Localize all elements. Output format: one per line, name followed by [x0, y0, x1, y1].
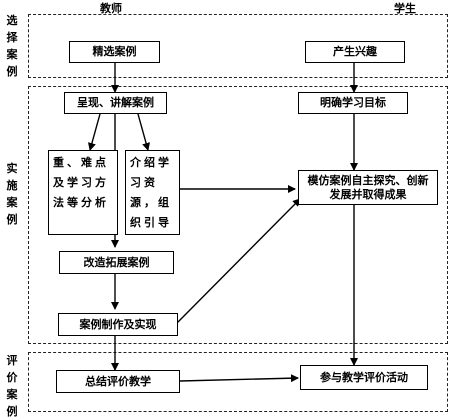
imitate-explore-box: 模仿案例自主探究、创新发展并取得成果: [298, 170, 438, 205]
arrow-summarize-to-participate: [179, 374, 299, 383]
implement-section: [28, 86, 448, 344]
evaluate-section: [28, 352, 448, 412]
evaluate-section-label: 评价案例: [6, 354, 18, 418]
present-explain-box: 呈现、讲解案例: [64, 92, 167, 114]
arrow-make-explore-bidirectional: [170, 198, 301, 330]
generate-interest-box: 产生兴趣: [305, 41, 405, 63]
arrow-present-to-keypoints: [88, 113, 101, 151]
participate-eval-box: 参与教学评价活动: [300, 365, 428, 390]
intro-resources-box: 介绍学习资源，组织引导: [125, 150, 180, 235]
make-implement-box: 案例制作及实现: [58, 313, 178, 336]
key-points-box: 重、难点及学习方法等分析: [48, 150, 118, 235]
select-section: [28, 14, 448, 78]
modify-extend-box: 改造拓展案例: [59, 251, 174, 274]
select-section-label: 选择案例: [6, 14, 18, 78]
implement-section-label: 实施案例: [6, 162, 18, 226]
select-cases-box: 精选案例: [69, 41, 160, 63]
arrow-present-to-resources: [137, 113, 150, 151]
clarify-goals-box: 明确学习目标: [298, 92, 408, 114]
summarize-eval-box: 总结评价教学: [56, 370, 180, 393]
teacher-column-header: 教师: [100, 2, 122, 15]
student-column-header: 学生: [394, 2, 416, 15]
